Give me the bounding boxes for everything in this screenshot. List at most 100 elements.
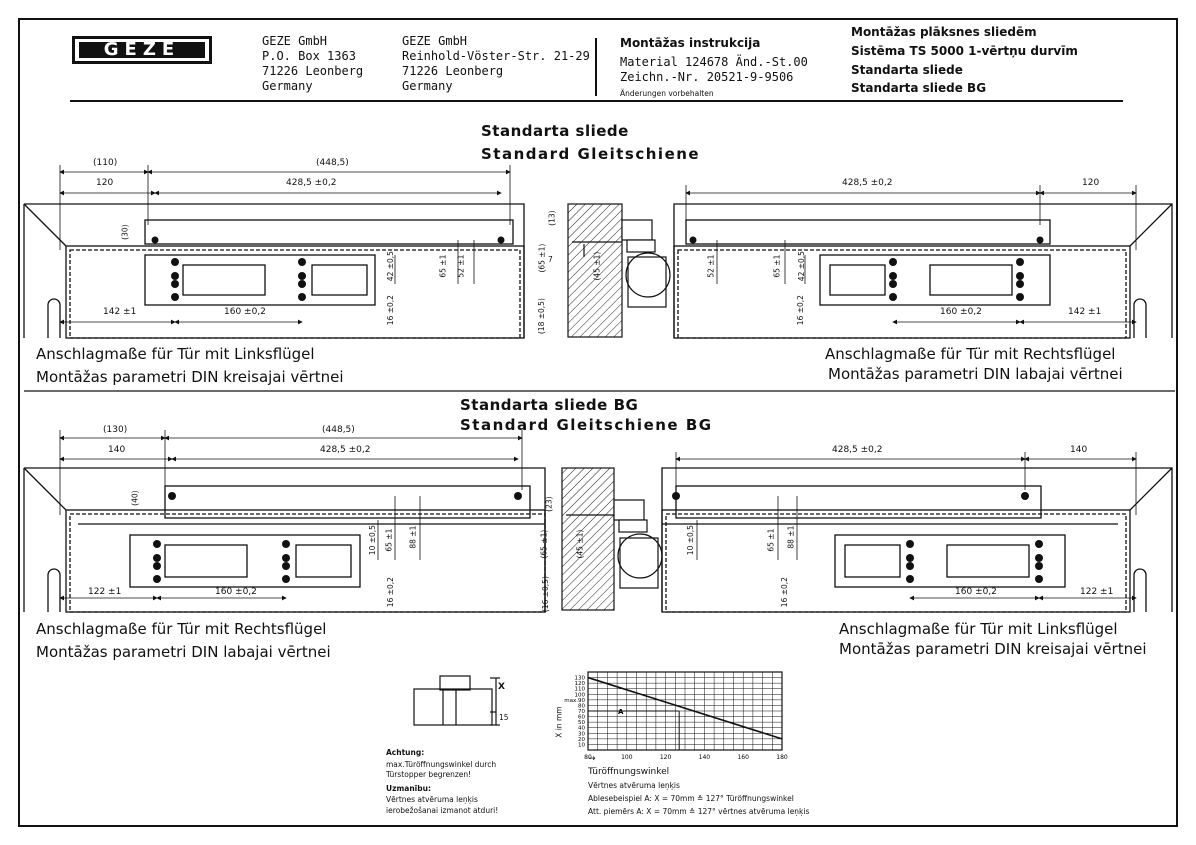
- s1-l-dim-30: (30): [120, 224, 130, 240]
- s1-r-dim-4285: 428,5 ±0,2: [842, 178, 893, 188]
- s2-r-dim-160: 160 ±0,2: [955, 587, 997, 597]
- s2-section: [561, 467, 663, 611]
- s1-caption-right-lv: Montāžas parametri DIN labajai vērtnei: [828, 365, 1123, 383]
- title-line-1: Montāžas plāksnes sliedēm: [851, 25, 1037, 39]
- s1-m-dim-7: 7: [548, 255, 553, 264]
- s1-l-dim-52: 52 ±1: [456, 254, 466, 278]
- s1-right-dim-lines: [685, 185, 1137, 325]
- s2-r-dim-10: 10 ±0,5: [685, 525, 695, 556]
- s2-l-dim-160: 160 ±0,2: [215, 587, 257, 597]
- s2-right-door: [661, 467, 1173, 613]
- s1-r-dim-52: 52 ±1: [706, 254, 716, 278]
- s2-r-dim-88: 88 ±1: [786, 525, 796, 549]
- s1-r-dim-65: 65 ±1: [772, 254, 782, 278]
- s1-caption-right-de: Anschlagmaße für Tür mit Rechtsflügel: [825, 345, 1116, 363]
- street-line-3: 71226 Leonberg: [402, 64, 504, 78]
- postal-line-2: P.O. Box 1363: [262, 49, 356, 63]
- s2-l-dim-4285: 428,5 ±0,2: [320, 445, 371, 455]
- s2-m-dim-65: (65 ±1): [539, 529, 549, 559]
- doc-type: Montāžas instrukcija: [620, 36, 761, 50]
- s1-section: [567, 203, 671, 338]
- s2-l-dim-130: (130): [103, 425, 128, 435]
- changes-note: Änderungen vorbehalten: [620, 89, 714, 98]
- s2-caption-right-lv: Montāžas parametri DIN kreisajai vērtnei: [839, 640, 1147, 658]
- chart-x-tick: 120: [660, 754, 672, 761]
- s2-l-dim-88: 88 ±1: [408, 525, 418, 549]
- s1-l-dim-120: 120: [96, 178, 114, 188]
- chart-y-tick: 120: [575, 681, 586, 687]
- s1-right-door: [673, 203, 1173, 339]
- chart-marker-label: A: [618, 708, 624, 716]
- chart-x-tick: 80: [584, 754, 592, 761]
- s2-m-dim-16: (16 ±0,5): [540, 576, 550, 613]
- chart-x-tick: 180: [776, 754, 788, 761]
- s1-l-dim-142: 142 ±1: [103, 307, 137, 317]
- note-de-line-2: Türstopper begrenzen!: [386, 770, 472, 779]
- note-lv-line-2: ierobežošanai izmanot atduri!: [386, 806, 499, 815]
- street-line-2: Reinhold-Vöster-Str. 21-29: [402, 49, 590, 63]
- stopper-x-label: X: [498, 682, 505, 692]
- s1-caption-left-de: Anschlagmaße für Tür mit Linksflügel: [36, 345, 315, 363]
- chart-example-lv: Att. piemērs A: X = 70mm ≙ 127° vērtnes …: [588, 807, 810, 816]
- s1-m-dim-45: (45 ±1): [592, 251, 602, 281]
- s2-r-dim-140: 140: [1070, 445, 1088, 455]
- chart-xlabel-lv: Vērtnes atvēruma leņķis: [588, 781, 680, 790]
- postal-line-4: Germany: [262, 79, 313, 93]
- s2-caption-right-de: Anschlagmaße für Tür mit Linksflügel: [839, 620, 1118, 638]
- s1-left-door: [23, 203, 525, 339]
- chart-x-tick: 140: [699, 754, 711, 761]
- chart-y-tick: 60: [578, 715, 585, 721]
- chart-y-tick: 40: [578, 726, 585, 732]
- chart-x-tick: 160: [737, 754, 749, 761]
- s1-l-dim-110: (110): [93, 158, 118, 168]
- chart-arrow: →: [588, 754, 596, 764]
- note-de-line-1: max.Türöffnungswinkel durch: [386, 760, 497, 769]
- chart-y-tick: 50: [578, 720, 585, 726]
- chart-x-tick: 100: [621, 754, 633, 761]
- s1-l-dim-4485: (448,5): [316, 158, 349, 168]
- s2-left-door: [23, 467, 546, 613]
- geze-logo: GEZE: [72, 36, 212, 64]
- s1-left-dim-lines: [59, 165, 511, 325]
- title-line-4: Standarta sliede BG: [851, 81, 987, 95]
- s2-l-dim-40: (40): [130, 490, 140, 506]
- s2-left-dim-lines: [59, 430, 523, 601]
- s1-r-dim-16: 16 ±0,2: [795, 295, 805, 326]
- s2-l-dim-16: 16 ±0,2: [385, 577, 395, 608]
- chart-y-tick: 80: [578, 703, 585, 709]
- title-line-2: Sistēma TS 5000 1-vērtņu durvīm: [851, 44, 1078, 58]
- postal-line-1: GEZE GmbH: [262, 34, 328, 48]
- s1-caption-left-lv: Montāžas parametri DIN kreisajai vērtnei: [36, 368, 344, 386]
- s1-r-dim-160: 160 ±0,2: [940, 307, 982, 317]
- street-line-4: Germany: [402, 79, 453, 93]
- s2-left-holes: [153, 492, 522, 583]
- chart-y-tick: 100: [575, 692, 586, 698]
- s1-left-holes: [151, 236, 505, 301]
- s1-l-dim-42: 42 ±0,5: [385, 251, 395, 282]
- s2-caption-left-lv: Montāžas parametri DIN labajai vērtnei: [36, 643, 331, 661]
- s1-title-de: Standard Gleitschiene: [481, 145, 701, 163]
- s1-m-dim-65: (65 ±1): [537, 243, 547, 273]
- s2-m-dim-45: (45 ±1): [575, 529, 585, 559]
- title-line-3: Standarta sliede: [851, 63, 963, 77]
- s1-l-dim-16: 16 ±0,2: [385, 295, 395, 326]
- s2-m-dim-23: (23): [544, 496, 554, 512]
- s2-right-dim-lines: [675, 452, 1137, 601]
- s2-l-dim-140: 140: [108, 445, 126, 455]
- note-lv-line-1: Vērtnes atvēruma leņķis: [386, 795, 478, 804]
- s1-r-dim-42: 42 ±0,5: [796, 251, 806, 282]
- s2-caption-left-de: Anschlagmaße für Tür mit Rechtsflügel: [36, 620, 327, 638]
- s1-title-lv: Standarta sliede: [481, 122, 629, 140]
- stopper-detail: [413, 675, 500, 726]
- drawing-number: Zeichn.-Nr. 20521-9-9506: [620, 70, 794, 84]
- s2-title-lv: Standarta sliede BG: [460, 396, 639, 414]
- note-de-title: Achtung:: [386, 748, 425, 757]
- chart-example-de: Ablesebeispiel A: X = 70mm ≙ 127° Türöff…: [588, 794, 794, 803]
- note-lv-title: Uzmanību:: [386, 784, 431, 793]
- s2-r-dim-65: 65 ±1: [766, 528, 776, 552]
- material-number: Material 124678 Änd.-St.00: [620, 55, 808, 69]
- stopper-15-label: 15: [499, 713, 509, 722]
- s2-l-dim-65: 65 ±1: [384, 528, 394, 552]
